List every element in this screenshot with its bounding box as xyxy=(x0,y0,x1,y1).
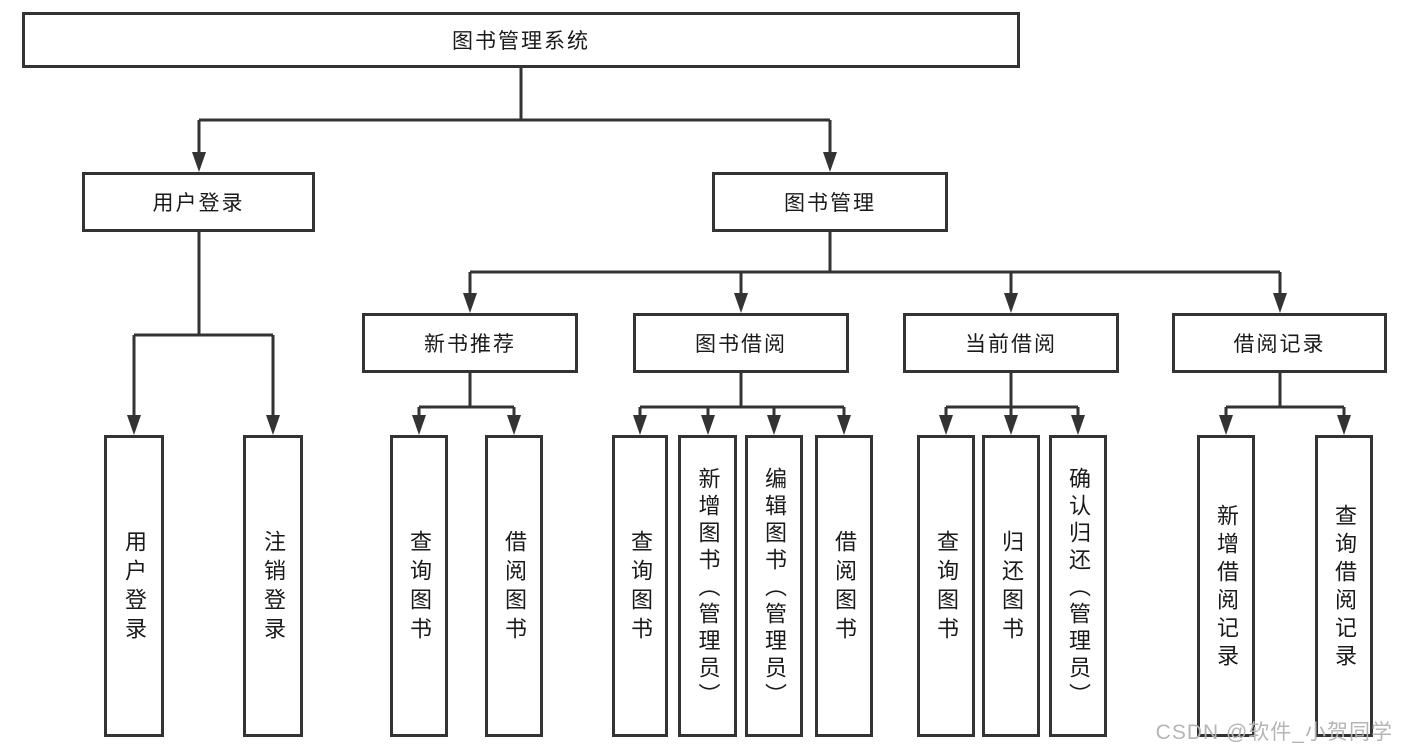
leaf-query-borrow-record: 查询借阅记录 xyxy=(1315,435,1373,737)
arrowheads xyxy=(127,152,1351,435)
node-book-borrow: 图书借阅 xyxy=(633,313,849,373)
node-user-login: 用户登录 xyxy=(82,172,315,232)
leaf-borrow-books-recommend: 借阅图书 xyxy=(485,435,543,737)
node-current-borrow: 当前借阅 xyxy=(903,313,1119,373)
leaf-query-books-recommend: 查询图书 xyxy=(390,435,448,737)
leaf-add-books-admin: 新增图书（管理员） xyxy=(678,435,737,737)
leaf-return-books: 归还图书 xyxy=(982,435,1040,737)
node-borrow-records: 借阅记录 xyxy=(1172,313,1387,373)
leaf-query-books-borrow: 查询图书 xyxy=(612,435,668,737)
csdn-watermark: CSDN @软件_小贺同学 xyxy=(1155,721,1393,744)
leaf-borrow-books: 借阅图书 xyxy=(815,435,873,737)
leaf-user-login: 用户登录 xyxy=(104,435,164,737)
node-new-book-recommend: 新书推荐 xyxy=(362,313,578,373)
leaf-logout: 注销登录 xyxy=(243,435,303,737)
leaf-add-borrow-record: 新增借阅记录 xyxy=(1197,435,1255,737)
node-book-management: 图书管理 xyxy=(712,172,948,232)
leaf-edit-books-admin: 编辑图书（管理员） xyxy=(745,435,803,737)
leaf-confirm-return-admin: 确认归还（管理员） xyxy=(1049,435,1107,737)
leaf-query-books-current: 查询图书 xyxy=(917,435,975,737)
node-root-library-system: 图书管理系统 xyxy=(22,12,1020,68)
